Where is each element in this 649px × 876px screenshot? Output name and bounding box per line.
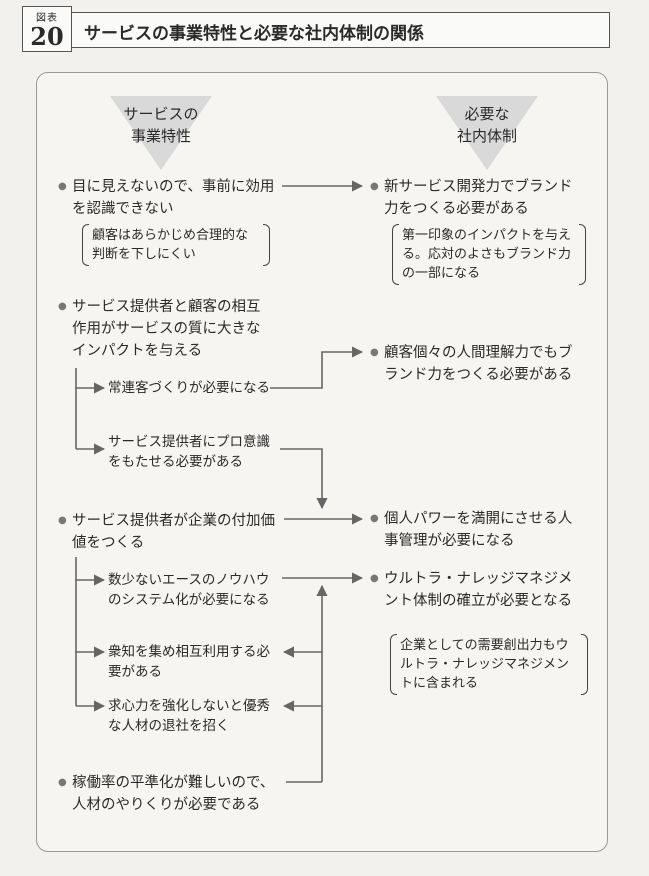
left-header-triangle	[110, 96, 212, 170]
title-bar: サービスの事業特性と必要な社内体制の関係	[72, 12, 610, 48]
arrow-sub2b-down	[280, 448, 328, 510]
figure-label: 図表	[36, 13, 58, 24]
left-item-4: 稼働率の平準化が難しいので、人材のやりくりが必要である	[58, 772, 284, 816]
right-header-line2: 社内体制	[456, 127, 517, 145]
left-header-line1: サービスの	[123, 105, 199, 123]
arrow-sub2a-to-right2	[270, 346, 364, 389]
right-header-triangle	[436, 96, 538, 170]
right-item-3: 個人パワーを満開にさせる人事管理が必要になる	[370, 508, 584, 552]
left-note-1: 顧客はあらかじめ合理的な判断を下しにくい	[82, 224, 270, 266]
right-column-header: 必要な 社内体制	[432, 104, 542, 154]
right-item-1: 新サービス開発力でブランド力をつくる必要がある	[370, 176, 584, 220]
left-sub-3c: 求心力を強化しないと優秀な人材の退社を招く	[108, 698, 270, 734]
left-item-2: サービス提供者と顧客の相互作用がサービスの質に大きなインパクトを与える	[58, 296, 272, 362]
left-sub-2a: 常連客づくりが必要になる	[108, 380, 270, 396]
left-sub-3b: 衆知を集め相互利用する必要がある	[108, 644, 270, 680]
right-item-4: ウルトラ・ナレッジマネジメント体制の確立が必要となる	[370, 568, 584, 612]
right-header-line1: 必要な	[464, 105, 510, 123]
figure-title: サービスの事業特性と必要な社内体制の関係	[84, 24, 424, 44]
left-item-1: 目に見えないので、事前に効用を認識できない	[58, 176, 278, 220]
figure-number-badge: 図表 20	[22, 6, 72, 52]
right-note-4: 企業としての需要創出力もウルトラ・ナレッジマネジメントに含まれる	[390, 634, 588, 695]
left-sub-2b: サービス提供者にプロ意識をもたせる必要がある	[108, 434, 270, 470]
right-item-2: 顧客個々の人間理解力でもブランド力をつくる必要がある	[370, 342, 584, 386]
left-header-line2: 事業特性	[130, 127, 191, 145]
right-note-1: 第一印象のインパクトを与える。応対のよさもブランド力の一部になる	[392, 224, 586, 285]
left-sub-3a: 数少ないエースのノウハウのシステム化が必要になる	[108, 572, 270, 608]
figure-number: 20	[30, 22, 64, 51]
left-item-3: サービス提供者が企業の付加価値をつくる	[58, 510, 282, 554]
left-column-header: サービスの 事業特性	[106, 104, 216, 154]
